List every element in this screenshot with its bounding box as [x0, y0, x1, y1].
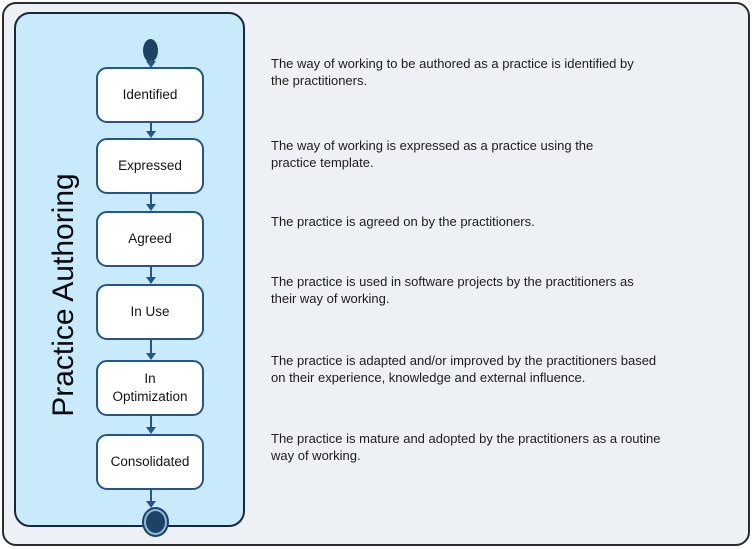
state-box-in-optimization: In Optimization — [96, 360, 204, 416]
state-box-identified: Identified — [96, 67, 204, 123]
transition-arrow — [144, 59, 157, 68]
state-description-in-optimization: The practice is adapted and/or improved … — [271, 353, 657, 385]
state-box-in-use: In Use — [96, 284, 204, 340]
state-box-agreed: Agreed — [96, 211, 204, 267]
transition-arrow — [144, 123, 157, 138]
state-box-expressed: Expressed — [96, 138, 204, 194]
state-description-in-use: The practice is used in software project… — [271, 274, 634, 306]
state-description-consolidated: The practice is mature and adopted by th… — [271, 431, 661, 463]
lane-title: Practice Authoring — [47, 173, 80, 417]
transition-arrow — [144, 416, 157, 434]
initial-node-icon — [143, 39, 158, 62]
state-description-identified: The way of working to be authored as a p… — [271, 56, 634, 88]
state-box-consolidated: Consolidated — [96, 434, 204, 490]
practice-authoring-lane: Practice Authoring Identified Expressed … — [14, 12, 245, 537]
transition-arrow — [144, 340, 157, 360]
transition-arrow — [144, 490, 157, 508]
state-description-expressed: The way of working is expressed as a pra… — [271, 138, 594, 170]
final-node-icon — [142, 507, 169, 537]
state-description-agreed: The practice is agreed on by the practit… — [271, 214, 535, 229]
transition-arrow — [144, 267, 157, 284]
transition-arrow — [144, 194, 157, 211]
